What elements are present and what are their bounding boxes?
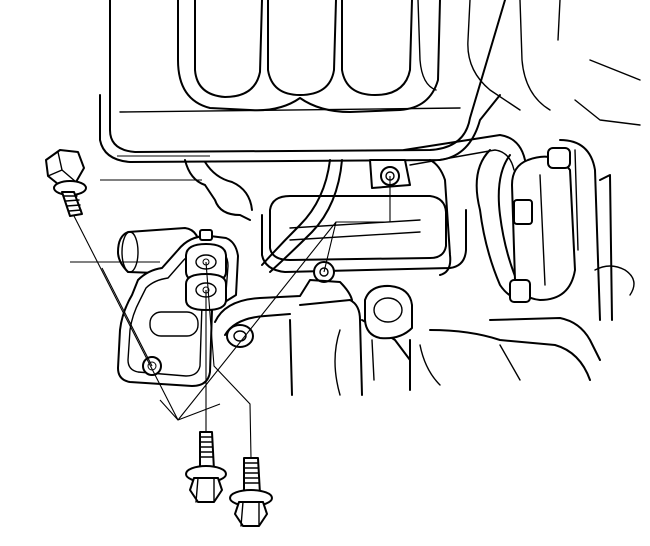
lower-bolt-right: [229, 457, 273, 527]
leader-lines: [70, 155, 391, 459]
leader-line-6: [101, 267, 153, 367]
leader-line-4: [323, 176, 391, 273]
leader-line-5: [73, 215, 179, 421]
right-side-assembly: [409, 59, 641, 391]
leader-line-9: [205, 261, 252, 459]
lower-mount: [289, 284, 413, 396]
intake-manifold: [99, 0, 561, 163]
leader-line-10: [159, 399, 221, 421]
leader-line-7: [177, 221, 337, 421]
lower-bolt-left: [185, 431, 227, 503]
mounting-bracket: [117, 229, 239, 387]
upper-bolt: [45, 149, 87, 217]
